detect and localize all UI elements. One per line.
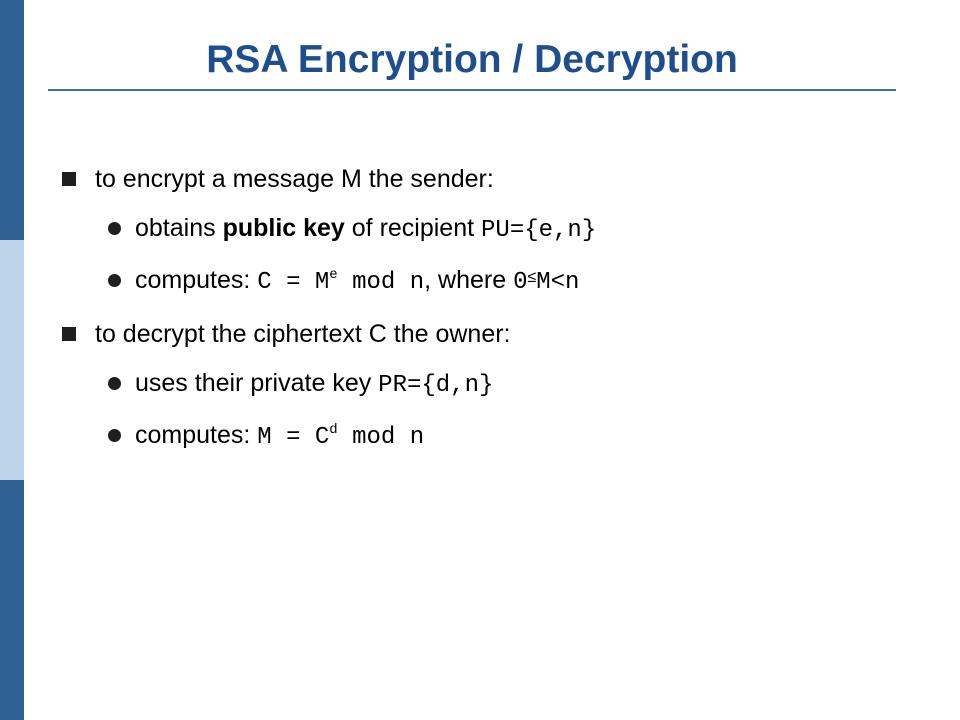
sub-bullet-computes-decrypt: computes: M = Cd mod n <box>135 419 424 456</box>
code-text: PU={e,n} <box>481 217 597 244</box>
sidebar-segment-middle <box>0 240 24 480</box>
code-text: mod n <box>337 269 425 296</box>
bold-text: public key <box>222 214 345 242</box>
square-bullet-icon <box>62 327 76 341</box>
sub-bullet-obtains: obtains public key of recipient PU={e,n} <box>135 212 596 247</box>
code-text: C = M <box>257 269 330 296</box>
code-text: mod n <box>337 424 425 451</box>
text: computes: <box>135 421 258 449</box>
sidebar-segment-top <box>0 0 24 240</box>
round-bullet-icon <box>108 274 121 287</box>
text: computes: <box>135 266 258 294</box>
bullet-decrypt: to decrypt the ciphertext C the owner: <box>95 318 511 350</box>
round-bullet-icon <box>108 377 121 390</box>
less-equal-symbol: ≤ <box>527 269 537 286</box>
bullet-text: to decrypt the ciphertext C the owner: <box>95 320 511 348</box>
left-sidebar <box>0 0 24 720</box>
bullet-text: to encrypt a message M the sender: <box>95 165 494 193</box>
code-text: M = C <box>257 424 330 451</box>
code-text: 0 <box>513 269 528 296</box>
title-underline <box>48 89 896 91</box>
superscript: d <box>329 422 338 438</box>
code-text: M<n <box>536 269 580 296</box>
round-bullet-icon <box>108 222 121 235</box>
superscript: e <box>329 267 338 283</box>
square-bullet-icon <box>62 172 76 186</box>
sub-bullet-uses: uses their private key PR={d,n} <box>135 367 493 402</box>
text: obtains <box>135 214 223 242</box>
text: , where <box>424 266 514 294</box>
sub-bullet-computes-encrypt: computes: C = Me mod n, where 0≤M<n <box>135 264 579 301</box>
code-text: PR={d,n} <box>378 372 494 399</box>
round-bullet-icon <box>108 429 121 442</box>
text: of recipient <box>344 214 482 242</box>
bullet-encrypt: to encrypt a message M the sender: <box>95 163 494 195</box>
text: uses their private key <box>135 369 379 397</box>
sidebar-segment-bottom <box>0 480 24 720</box>
slide-title: RSA Encryption / Decryption <box>206 38 738 81</box>
